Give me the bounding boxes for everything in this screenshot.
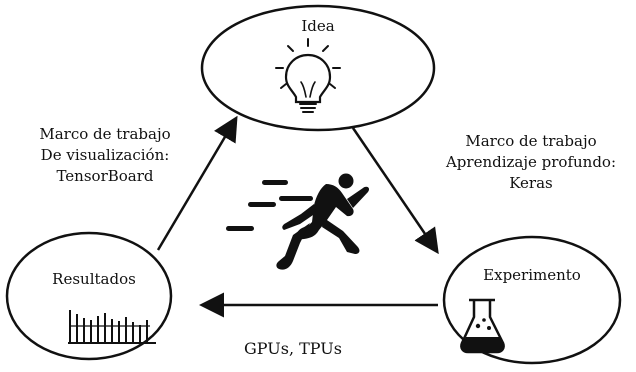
left-framework-line-2: De visualización: — [40, 146, 170, 164]
right-framework-line-1: Marco de trabajo — [465, 132, 597, 150]
right-framework-line-2: Aprendizaje profundo: — [445, 153, 617, 171]
flask-icon — [460, 298, 505, 354]
left-framework-label: Marco de trabajo De visualización: Tenso… — [12, 124, 198, 187]
results-node — [5, 231, 173, 361]
right-framework-line-3: Keras — [509, 174, 553, 192]
idea-to-experiment-arrow — [351, 127, 439, 255]
left-framework-line-1: Marco de trabajo — [39, 125, 171, 143]
runner-icon — [226, 173, 370, 270]
idea-node — [200, 4, 436, 132]
left-framework-line-3: TensorBoard — [56, 167, 154, 185]
results-node-label: Resultados — [52, 270, 136, 288]
bar-chart-icon — [68, 310, 156, 344]
experiment-node — [442, 235, 622, 365]
right-framework-label: Marco de trabajo Aprendizaje profundo: K… — [436, 131, 626, 194]
lightbulb-icon — [275, 38, 341, 113]
hardware-label: GPUs, TPUs — [244, 339, 342, 358]
idea-node-label: Idea — [301, 17, 335, 35]
results-to-idea-arrow — [156, 115, 238, 251]
experiment-node-label: Experimento — [483, 266, 581, 284]
